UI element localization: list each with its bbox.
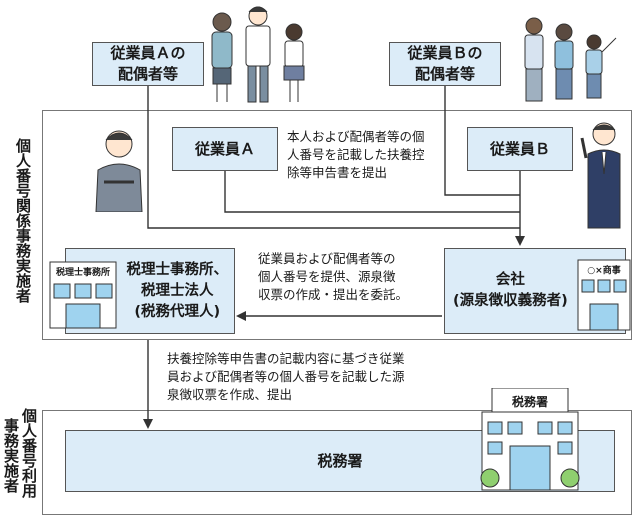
tax-office-sign: 税務署	[511, 395, 548, 409]
employee-b-illustration	[580, 122, 621, 229]
family-a-illustration	[211, 6, 305, 103]
note-create-slip: 扶養控除等申告書の記載内容に基づき従業 員および配偶者等の個人番号を記載した源 …	[167, 351, 405, 402]
employee-a-illustration	[95, 130, 143, 212]
side-label-handler: 個人番号関係事務実施者	[14, 138, 32, 303]
company-sign: ○×商事	[587, 266, 621, 276]
tax-firm-building: 税理士事務所	[48, 260, 118, 330]
note-entrust: 従業員および配偶者等の 個人番号を提供、源泉徴 収票の作成・提出を委託。	[258, 251, 409, 302]
employee-b-box: 従業員Ｂ	[467, 127, 573, 171]
company-building: ○×商事	[576, 258, 632, 332]
line-spouse-a	[147, 85, 520, 229]
side-label-user-line1: 個人番号利用	[20, 408, 38, 498]
line-employee-a	[224, 170, 520, 213]
employee-a-box: 従業員Ａ	[172, 127, 278, 171]
line-spouse-b	[444, 85, 520, 196]
spouse-b-box: 従業員Ｂの 配偶者等	[389, 42, 501, 86]
tax-firm-sign: 税理士事務所	[55, 268, 110, 278]
side-label-user-line2: 事務実施者	[2, 418, 20, 493]
spouse-a-box: 従業員Ａの 配偶者等	[92, 42, 204, 86]
tax-office-building: 税務署	[478, 388, 582, 492]
note-submit-declaration: 本人および配偶者等の個 人番号を記載した扶養控 除等申告書を提出	[287, 129, 425, 180]
family-b-illustration	[524, 17, 617, 102]
